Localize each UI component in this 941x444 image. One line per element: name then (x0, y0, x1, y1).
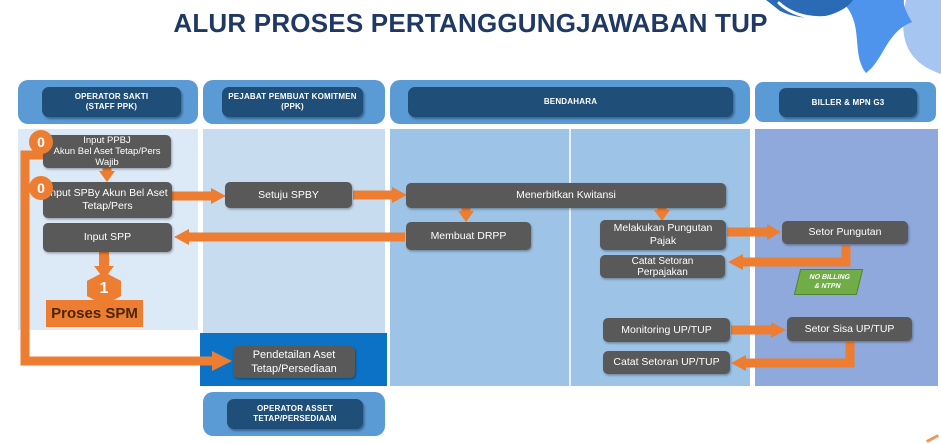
swimlane-header-operator-sakti: OPERATOR SAKTI (STAFF PPK) (18, 80, 198, 124)
lane-divider (569, 129, 571, 386)
no-billing-ntpn-tag: NO BILLING & NTPN (793, 269, 864, 295)
corner-mark (926, 434, 939, 443)
node-pendetailan-aset: Pendetailan Aset Tetap/Persediaan (233, 346, 355, 378)
node-melakukan-pungutan-pajak: Melakukan Pungutan Pajak (600, 220, 726, 250)
badge-step-0-ppbj: 0 (29, 130, 53, 154)
node-catat-setoran-up-tup: Catat Setoran UP/TUP (603, 351, 730, 374)
swimlane-header-bendahara: BENDAHARA (390, 80, 750, 124)
node-input-spp: Input SPP (43, 223, 172, 252)
swimlane-header-label: PEJABAT PEMBUAT KOMITMEN (PPK) (222, 87, 363, 117)
node-setuju-spby: Setuju SPBY (225, 182, 352, 208)
badge-step-0-spby: 0 (29, 176, 53, 200)
node-proses-spm: Proses SPM (46, 300, 143, 327)
swimlane-header-label: BILLER & MPN G3 (779, 88, 917, 117)
swimlane-header-label: OPERATOR SAKTI (STAFF PPK) (42, 87, 181, 117)
swimlane-footer-label: OPERATOR ASSET TETAP/PERSEDIAAN (227, 399, 363, 429)
node-monitoring-up-tup: Monitoring UP/TUP (603, 318, 730, 342)
page-title: ALUR PROSES PERTANGGUNGJAWABAN TUP (173, 8, 768, 38)
node-input-ppbj: Input PPBJ Akun Bel Aset Tetap/Pers Waji… (43, 135, 171, 168)
swimlane-header-biller-mpn: BILLER & MPN G3 (753, 80, 938, 124)
swimlane-footer-operator-asset: OPERATOR ASSET TETAP/PERSEDIAAN (203, 392, 385, 436)
node-catat-setoran-perpajakan: Catat Setoran Perpajakan (600, 255, 725, 278)
node-menerbitkan-kwitansi: Menerbitkan Kwitansi (406, 183, 726, 208)
node-input-spby: Input SPBy Akun Bel Aset Tetap/Pers (43, 182, 172, 218)
lane-body-ppk (203, 129, 385, 333)
lane-body-biller-mpn (755, 129, 938, 386)
swimlane-header-label: BENDAHARA (408, 87, 733, 117)
swimlane-header-ppk: PEJABAT PEMBUAT KOMITMEN (PPK) (203, 80, 385, 124)
node-setor-sisa-up-tup: Setor Sisa UP/TUP (787, 317, 912, 341)
node-setor-pungutan: Setor Pungutan (782, 221, 908, 244)
node-membuat-drpp: Membuat DRPP (406, 222, 531, 250)
corner-decoration-icon (766, 0, 941, 74)
